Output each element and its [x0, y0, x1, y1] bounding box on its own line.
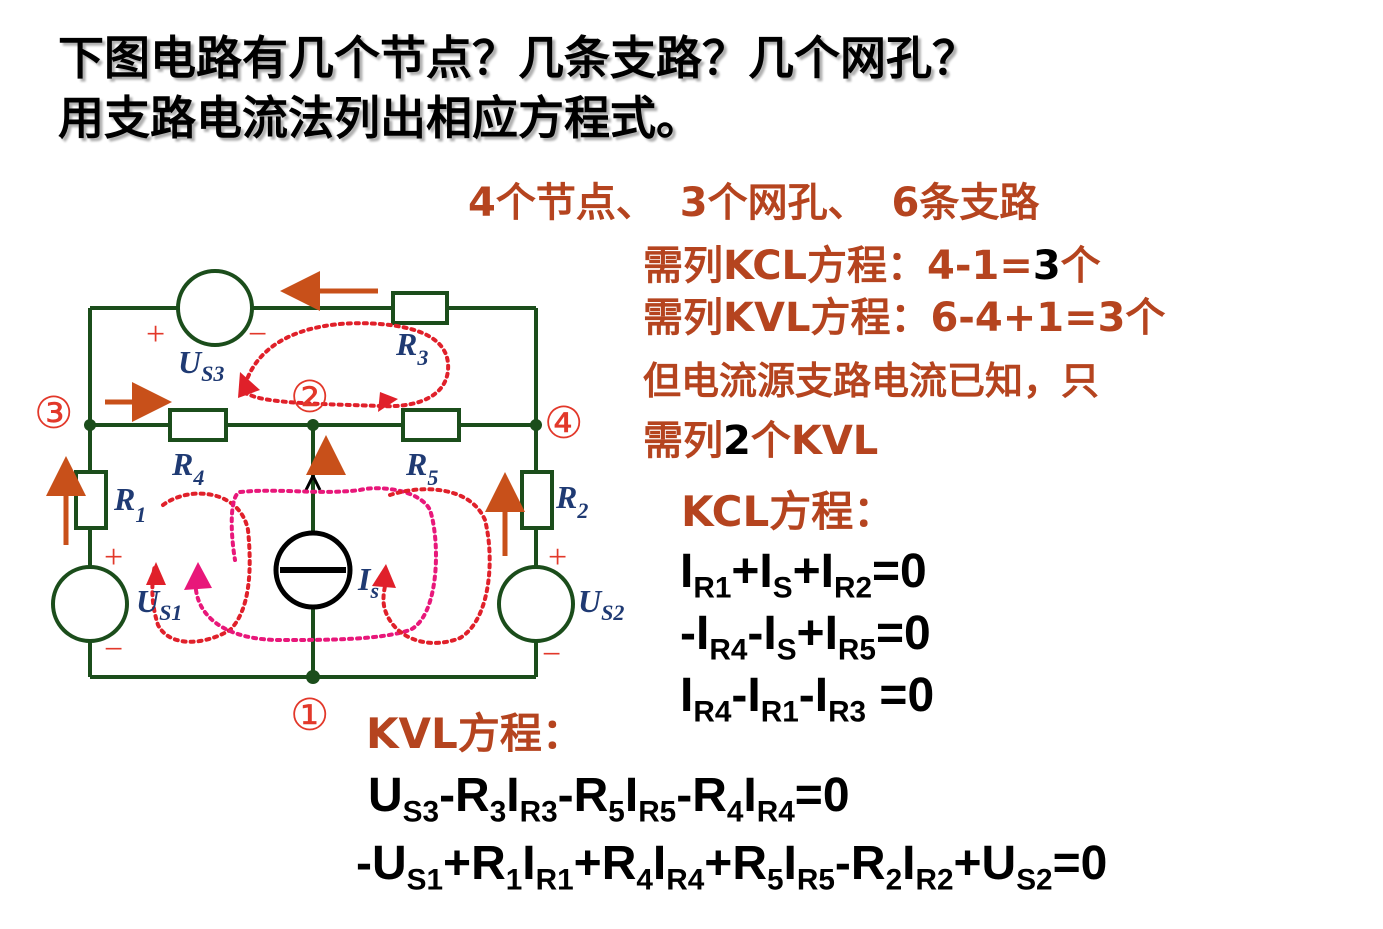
- equation-subscript: R3: [519, 795, 558, 829]
- voltage-sources: [51, 269, 575, 643]
- loop-top: [239, 321, 451, 409]
- equation-subscript: R1: [693, 571, 732, 605]
- loop-arrow-left: [146, 562, 166, 585]
- kvl-count-line: 需列KVL方程：6-4+1=3个: [643, 285, 1165, 343]
- answer-counts: 4个节点、 3个网孔、 6条支路: [468, 180, 1040, 226]
- label-r3: R3: [395, 326, 428, 370]
- equation-subscript: R4: [709, 633, 748, 667]
- note-line-2-number: 2: [723, 418, 751, 464]
- equation-subscript: R2: [833, 571, 872, 605]
- node-label-1: ①: [290, 691, 329, 740]
- current-source-is: [273, 472, 353, 610]
- kcl-equation-2: -IR4-IS+IR5=0: [680, 607, 931, 667]
- circuit-wires: [88, 306, 538, 679]
- equation-subscript: 4: [726, 795, 744, 829]
- equation-subscript: R4: [693, 695, 732, 729]
- kcl-equation-1: IR1+IS+IR2=0: [680, 545, 927, 605]
- equation-subscript: S1: [406, 863, 444, 897]
- kvl-equation-2: -US1+R1IR1+R4IR4+R5IR5-R2IR2+US2=0: [356, 837, 1108, 897]
- equation-subscript: S: [772, 571, 793, 605]
- kvl-heading: KVL方程：: [366, 709, 584, 758]
- question-line-2: 用支路电流法列出相应方程式。: [58, 91, 702, 145]
- kvl-count-calc: 6-4+1=3个: [930, 295, 1166, 341]
- equation-subscript: R5: [638, 795, 677, 829]
- note-line-2: 需列2个KVL: [643, 408, 878, 466]
- equation-subscript: R5: [837, 633, 876, 667]
- loop-arrow-top-right: [378, 392, 398, 412]
- question-line-1: 下图电路有几个节点？几条支路？几个网孔？: [58, 31, 978, 85]
- kcl-equation-3: IR4-IR1-IR3 =0: [680, 669, 935, 729]
- note-line-2-suffix: 个KVL: [750, 418, 879, 464]
- us2-plus-sign: +: [548, 539, 567, 576]
- equation-subscript: 1: [505, 863, 523, 897]
- kcl-count-unit: 个: [1060, 243, 1101, 289]
- equation-subscript: 5: [608, 795, 625, 829]
- equation-subscript: S: [776, 633, 797, 667]
- kcl-count-calc: 4-1=: [927, 243, 1033, 289]
- equation-subscript: S2: [1016, 863, 1053, 897]
- loop-arrow-heads: [146, 372, 398, 590]
- voltage-source-us3: [176, 269, 254, 347]
- loop-left-red: [150, 491, 252, 644]
- equation-subscript: R2: [915, 863, 954, 897]
- kcl-heading: KCL方程：: [681, 487, 896, 536]
- node-label-4: ④: [544, 399, 583, 448]
- loop-middle-pink: [194, 486, 438, 643]
- us3-plus-sign: +: [146, 316, 165, 353]
- loop-arrow-top-left: [238, 372, 260, 398]
- equation-subscript: 5: [767, 863, 784, 897]
- label-us2: US2: [578, 583, 624, 625]
- kcl-count-number: 3: [1032, 243, 1061, 289]
- circuit-diagram: ① ② ③ ④ + − + − + − US3 R3 R4 R5 R1 R2 U…: [34, 269, 624, 740]
- node-labels: ① ② ③ ④: [34, 373, 583, 740]
- label-us3: US3: [178, 344, 224, 386]
- equation-subscript: R3: [828, 695, 867, 729]
- resistor-r3: [391, 291, 449, 325]
- kvl-equation-1: US3-R3IR3-R5IR5-R4IR4=0: [368, 769, 850, 829]
- resistor-r5: [401, 408, 461, 442]
- voltage-source-us2: [497, 565, 575, 643]
- kcl-count-line: 需列KCL方程：4-1=3个: [643, 233, 1101, 291]
- equation-subscript: S3: [402, 795, 440, 829]
- note-line-1: 但电流源支路电流已知，只: [643, 359, 1100, 403]
- loop-right-red: [381, 487, 492, 645]
- resistor-r1: [74, 470, 108, 530]
- us1-minus-sign: −: [104, 631, 123, 668]
- us2-minus-sign: −: [542, 636, 561, 673]
- equation-subscript: R4: [756, 795, 795, 829]
- loop-arrow-right: [372, 564, 396, 588]
- equation-subscript: R1: [760, 695, 799, 729]
- polarity-signs: + − + − + −: [104, 316, 567, 673]
- label-is: Is: [357, 561, 379, 603]
- equation-subscript: 2: [885, 863, 903, 897]
- us3-minus-sign: −: [248, 316, 267, 353]
- voltage-source-us1: [51, 565, 129, 643]
- label-r4: R4: [171, 446, 204, 490]
- node-label-2: ②: [290, 373, 329, 422]
- equation-subscript: R4: [666, 863, 705, 897]
- component-labels: US3 R3 R4 R5 R1 R2 US1 US2 Is: [113, 326, 624, 625]
- label-r1: R1: [113, 481, 146, 527]
- equation-subscript: R1: [535, 863, 574, 897]
- note-line-2-prefix: 需列: [643, 418, 723, 464]
- resistor-r4: [168, 408, 228, 442]
- loop-arrow-middle: [184, 562, 212, 590]
- label-us1: US1: [136, 583, 182, 625]
- current-arrows: [46, 271, 525, 556]
- us1-plus-sign: +: [104, 539, 123, 576]
- equation-subscript: 4: [636, 863, 653, 897]
- junction-dots: [84, 419, 542, 684]
- node-label-3: ③: [34, 389, 73, 438]
- kvl-count-prefix: 需列KVL方程：: [643, 295, 931, 341]
- kcl-count-prefix: 需列KCL方程：: [643, 243, 928, 289]
- label-r5: R5: [405, 446, 438, 490]
- label-r2: R2: [555, 479, 588, 523]
- equation-subscript: R5: [796, 863, 835, 897]
- equation-subscript: 3: [489, 795, 507, 829]
- mesh-loops: [150, 321, 492, 645]
- resistor-r2: [520, 470, 554, 530]
